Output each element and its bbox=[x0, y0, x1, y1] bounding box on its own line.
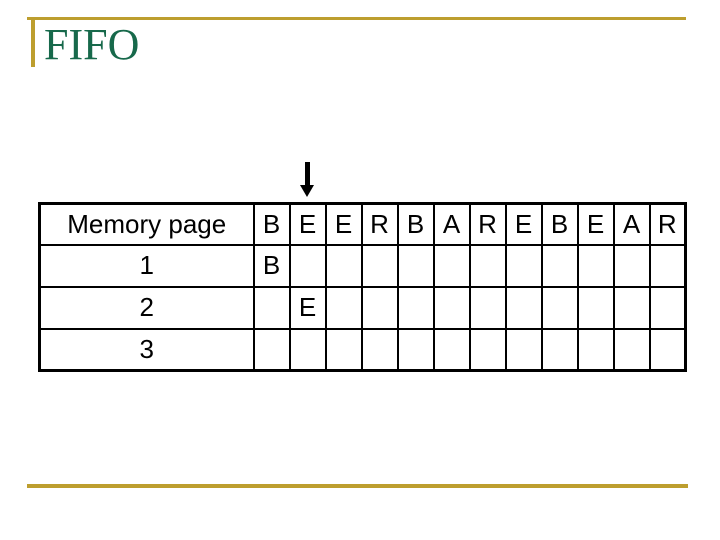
row-label: 1 bbox=[38, 243, 255, 288]
frame-cell bbox=[576, 243, 615, 288]
down-arrow-stem bbox=[305, 162, 310, 185]
frame-cell bbox=[504, 327, 543, 372]
reference-cell: R bbox=[360, 202, 399, 246]
reference-cell: R bbox=[468, 202, 507, 246]
reference-cell: E bbox=[288, 202, 327, 246]
row-label: 3 bbox=[38, 327, 255, 372]
frame-cell bbox=[324, 327, 363, 372]
frame-cell bbox=[252, 327, 291, 372]
row-label: 2 bbox=[38, 285, 255, 330]
frame-cell bbox=[360, 243, 399, 288]
frame-cell bbox=[612, 327, 651, 372]
frame-cell bbox=[432, 327, 471, 372]
frame-cell bbox=[432, 285, 471, 330]
reference-cell: E bbox=[504, 202, 543, 246]
down-arrow-icon bbox=[300, 162, 315, 197]
frame-cell bbox=[576, 285, 615, 330]
frame-cell bbox=[360, 327, 399, 372]
frame-cell bbox=[540, 243, 579, 288]
frame-row-3: 3 bbox=[38, 327, 687, 372]
reference-cell: B bbox=[540, 202, 579, 246]
top-accent-line bbox=[27, 17, 686, 20]
frame-cell bbox=[396, 285, 435, 330]
reference-cell: E bbox=[324, 202, 363, 246]
frame-row-1: 1 B bbox=[38, 243, 687, 288]
frame-cell bbox=[288, 327, 327, 372]
slide-title: FIFO bbox=[44, 20, 140, 69]
frame-cell bbox=[540, 285, 579, 330]
frame-row-2: 2 E bbox=[38, 285, 687, 330]
down-arrow-head bbox=[300, 185, 314, 197]
reference-cell: A bbox=[432, 202, 471, 246]
frame-cell bbox=[396, 327, 435, 372]
frame-cell bbox=[288, 243, 327, 288]
frame-cell bbox=[396, 243, 435, 288]
frame-cell bbox=[432, 243, 471, 288]
frame-cell bbox=[468, 285, 507, 330]
reference-cell: E bbox=[576, 202, 615, 246]
frame-cell bbox=[324, 243, 363, 288]
title-accent-bar bbox=[31, 17, 35, 67]
fifo-page-table: Memory page B E E R B A R E B E A R 1 B bbox=[38, 202, 687, 372]
frame-cell bbox=[612, 243, 651, 288]
frame-cell bbox=[540, 327, 579, 372]
reference-string-row: Memory page B E E R B A R E B E A R bbox=[38, 202, 687, 246]
reference-cell: B bbox=[252, 202, 291, 246]
frame-cell bbox=[504, 243, 543, 288]
frame-cell bbox=[324, 285, 363, 330]
frame-cell: B bbox=[252, 243, 291, 288]
bottom-accent-line bbox=[27, 484, 688, 488]
frame-cell bbox=[468, 327, 507, 372]
frame-cell bbox=[504, 285, 543, 330]
table-header-label: Memory page bbox=[38, 202, 255, 246]
frame-cell bbox=[612, 285, 651, 330]
reference-cell: B bbox=[396, 202, 435, 246]
frame-cell: E bbox=[288, 285, 327, 330]
frame-cell bbox=[648, 243, 687, 288]
reference-cell: R bbox=[648, 202, 687, 246]
frame-cell bbox=[576, 327, 615, 372]
frame-cell bbox=[648, 327, 687, 372]
frame-cell bbox=[468, 243, 507, 288]
frame-cell bbox=[360, 285, 399, 330]
reference-cell: A bbox=[612, 202, 651, 246]
frame-cell bbox=[252, 285, 291, 330]
frame-cell bbox=[648, 285, 687, 330]
